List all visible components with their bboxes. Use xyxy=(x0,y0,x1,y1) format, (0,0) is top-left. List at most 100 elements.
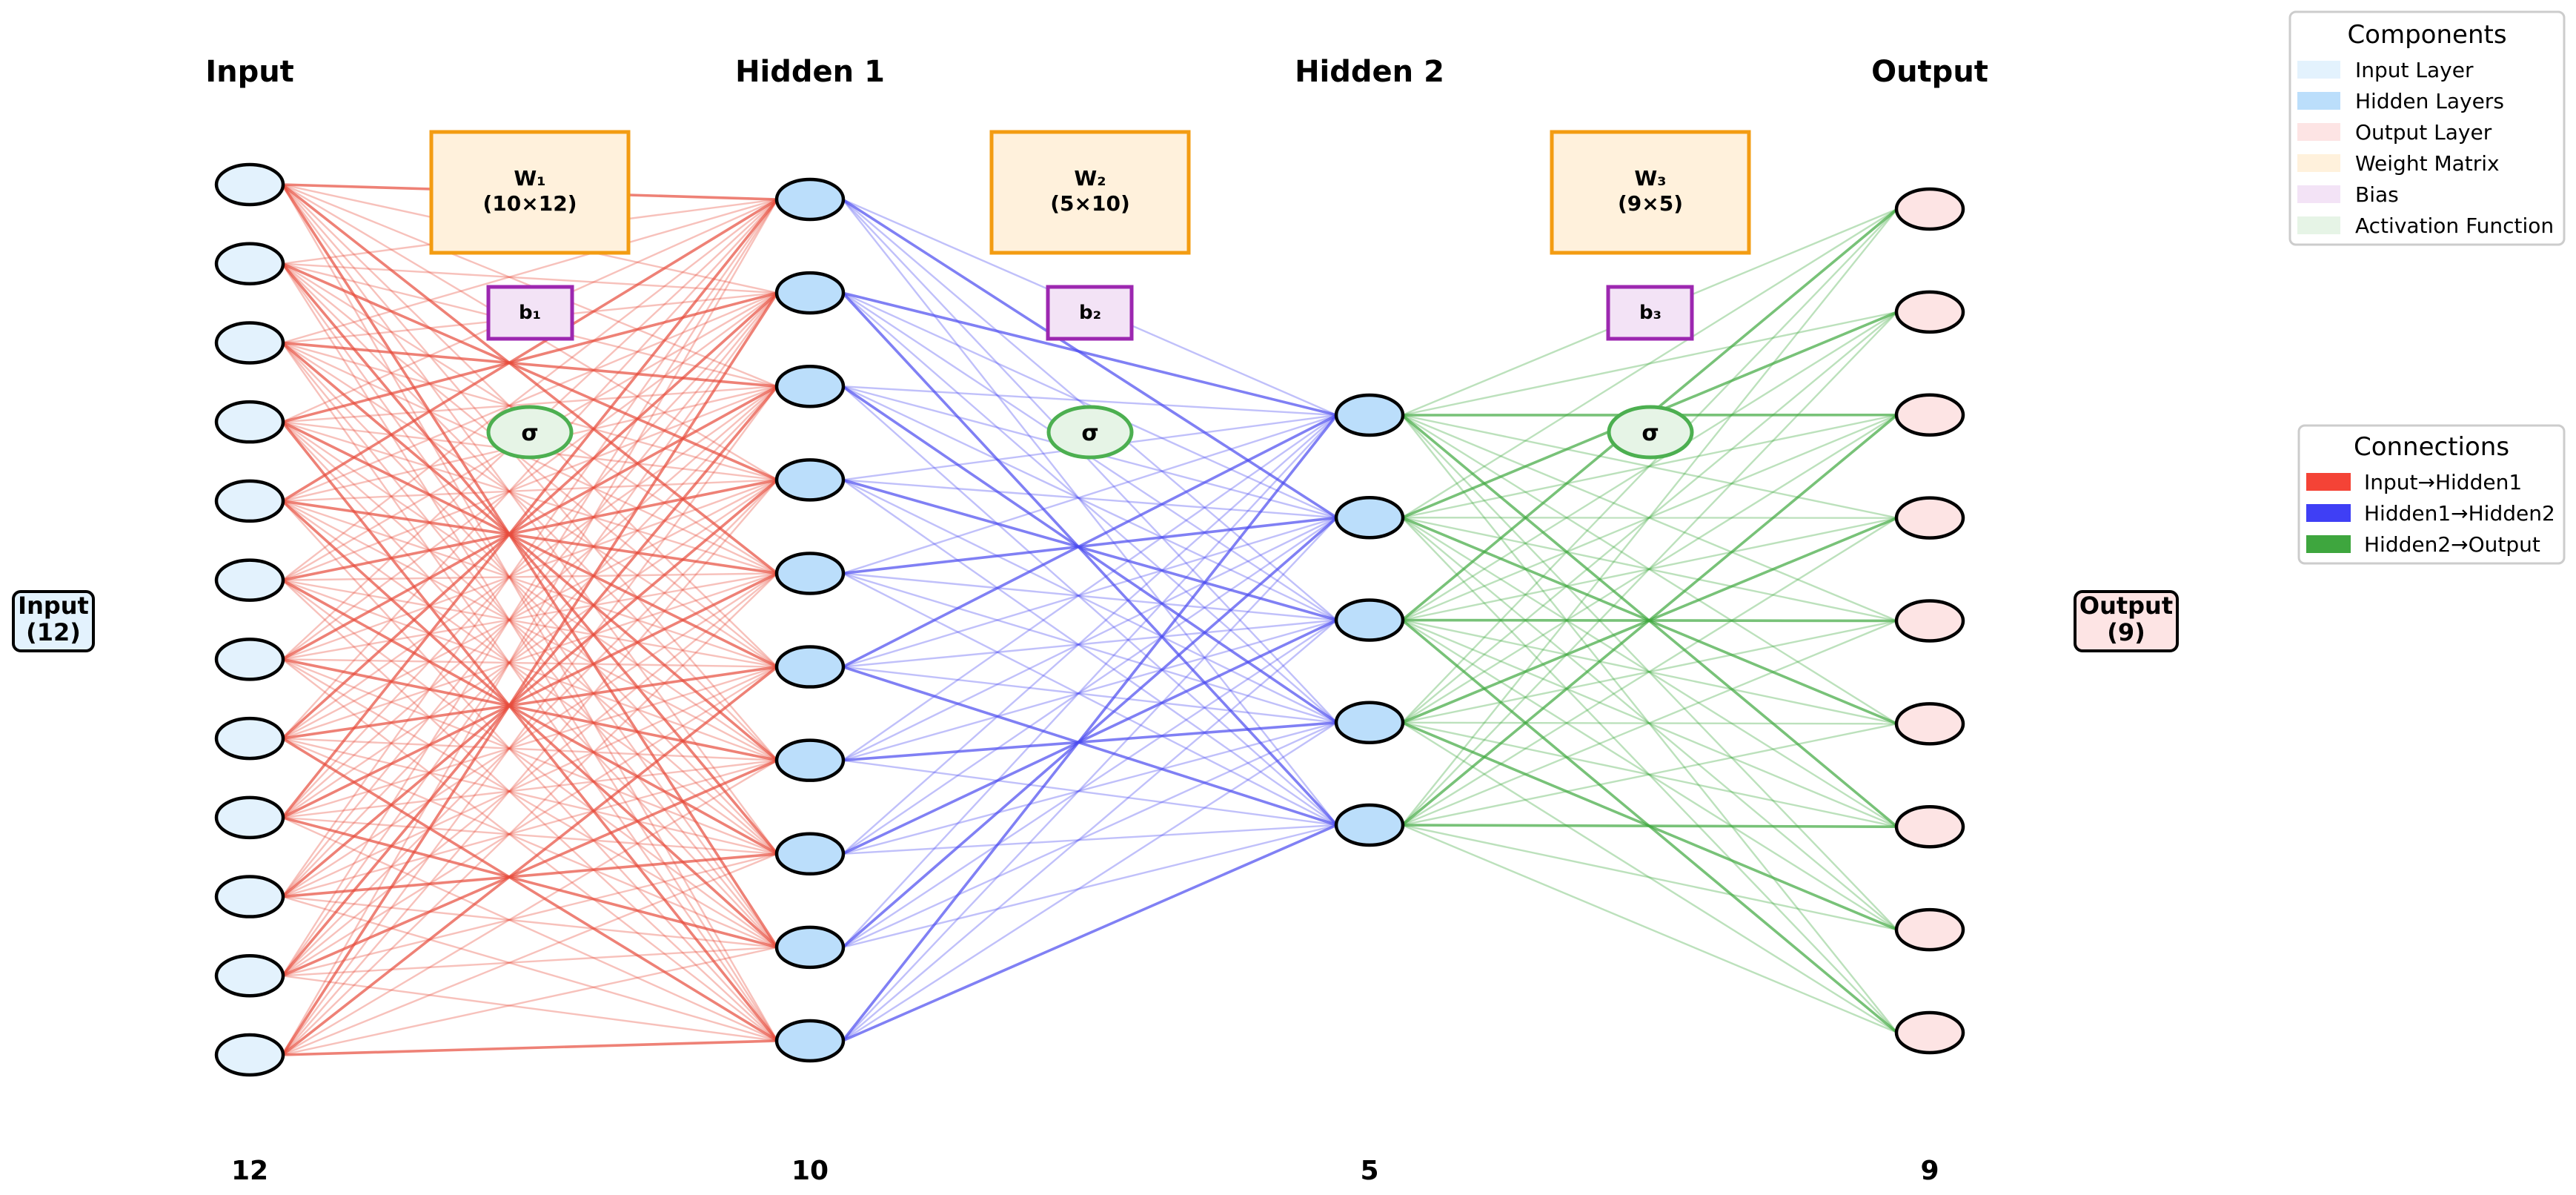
legend-title: Components xyxy=(2347,20,2506,50)
hidden2-neuron xyxy=(1334,393,1405,437)
connection-line xyxy=(842,385,1338,826)
connection-line xyxy=(842,824,1338,1042)
legend-item-label: Hidden2→Output xyxy=(2364,532,2540,557)
connection-line xyxy=(282,572,778,898)
output-side-label-name: Output xyxy=(2079,592,2173,620)
input-neuron xyxy=(214,479,285,523)
connection-line xyxy=(281,291,779,740)
legend-item-label: Input→Hidden1 xyxy=(2364,470,2522,494)
output-neuron xyxy=(1894,496,1965,540)
connection-line xyxy=(282,479,778,818)
legend-item-input-layer: Input Layer xyxy=(2297,58,2474,82)
connection-line xyxy=(1401,620,1898,827)
connection-line xyxy=(282,896,778,1042)
connection-line xyxy=(1401,414,1898,930)
connection-line xyxy=(281,198,779,818)
hidden1-neuron xyxy=(774,458,846,502)
connection-line xyxy=(282,665,778,740)
hidden1-neuron xyxy=(774,738,846,782)
sigma-label: σ xyxy=(1081,420,1098,446)
connection-line xyxy=(842,479,1338,519)
hidden2-neuron xyxy=(1334,701,1405,744)
connection-line xyxy=(282,292,778,818)
connection-line xyxy=(281,385,779,977)
connection-line xyxy=(1401,414,1898,725)
sigma-label: σ xyxy=(1641,420,1659,446)
bias-label: b₂ xyxy=(1079,302,1101,324)
connection-line xyxy=(282,421,778,761)
layer-count-hidden2: 5 xyxy=(1360,1156,1378,1186)
connection-line xyxy=(282,658,778,762)
connection-line xyxy=(282,262,778,294)
connection-line xyxy=(281,478,779,898)
connection-line xyxy=(282,199,778,581)
input-side-label-name: Input xyxy=(18,592,89,620)
connection-line xyxy=(282,479,778,661)
connection-line xyxy=(282,292,778,976)
weight-matrix-shape: (9×5) xyxy=(1618,191,1683,216)
input-neuron xyxy=(214,400,285,444)
connection-line xyxy=(1401,824,1898,931)
hidden1-neuron xyxy=(774,364,846,408)
connection-line xyxy=(1401,721,1898,828)
input-neuron xyxy=(214,716,285,761)
connection-line xyxy=(282,572,778,1056)
connection-line xyxy=(281,666,779,1056)
legend-item-label: Weight Matrix xyxy=(2355,151,2500,176)
connection-line xyxy=(842,414,1338,669)
output-neuron xyxy=(1894,1010,1965,1055)
hidden1-neuron xyxy=(774,1019,846,1063)
connection-line xyxy=(281,292,779,1056)
neurons xyxy=(214,162,1965,1077)
weight-matrix-w2: W₂ (5×10) xyxy=(989,130,1191,255)
connection-line xyxy=(842,479,1338,724)
connection-line xyxy=(282,262,778,668)
connection-line xyxy=(1401,414,1898,621)
connection-line xyxy=(282,385,778,423)
connection-line xyxy=(282,816,778,855)
connection-line xyxy=(842,385,1338,417)
connection-line xyxy=(282,737,778,1042)
layer-count-hidden1: 10 xyxy=(791,1156,829,1186)
connection-line xyxy=(282,198,778,344)
connection-line xyxy=(842,572,1338,724)
connection-line xyxy=(282,853,778,1056)
output-neuron xyxy=(1894,805,1965,849)
connection-line xyxy=(282,579,778,948)
connection-line xyxy=(282,385,778,1056)
connection-line xyxy=(842,385,1338,621)
connection-line xyxy=(842,517,1338,1042)
connection-line xyxy=(1401,517,1898,828)
output-neuron xyxy=(1894,393,1965,437)
weight-matrix-shape: (10×12) xyxy=(483,191,577,216)
connection-line xyxy=(282,658,778,668)
input-neuron xyxy=(214,1033,285,1077)
connection-line xyxy=(1401,824,1898,829)
connection-line xyxy=(282,816,778,1042)
connection-line xyxy=(282,262,778,481)
connection-line xyxy=(282,666,778,818)
connection-line xyxy=(1401,620,1898,724)
input-neuron xyxy=(214,638,285,681)
connection-line xyxy=(1401,311,1898,417)
layer-title-hidden2: Hidden 2 xyxy=(1295,55,1444,89)
connection-line xyxy=(841,414,1338,1042)
output-side-label: Output (9) xyxy=(2074,590,2179,652)
connection-line xyxy=(282,737,778,761)
connection-line xyxy=(282,292,778,661)
connection-line xyxy=(1401,311,1898,826)
connection-line xyxy=(282,342,778,855)
connection-line xyxy=(1401,414,1898,519)
connection-line xyxy=(1401,208,1898,724)
layer-title-output: Output xyxy=(1871,55,1988,89)
connection-line xyxy=(1401,517,1898,621)
legend-title: Connections xyxy=(2354,432,2509,462)
connection-line xyxy=(1401,311,1898,724)
connection-line xyxy=(282,421,778,855)
connection-line xyxy=(841,291,1338,827)
bias-b1: b₁ xyxy=(486,285,574,341)
connection-line xyxy=(282,479,778,977)
connection-line xyxy=(1401,517,1898,1033)
connection-line xyxy=(841,516,1338,949)
weight-matrix-shape: (5×10) xyxy=(1050,191,1130,216)
